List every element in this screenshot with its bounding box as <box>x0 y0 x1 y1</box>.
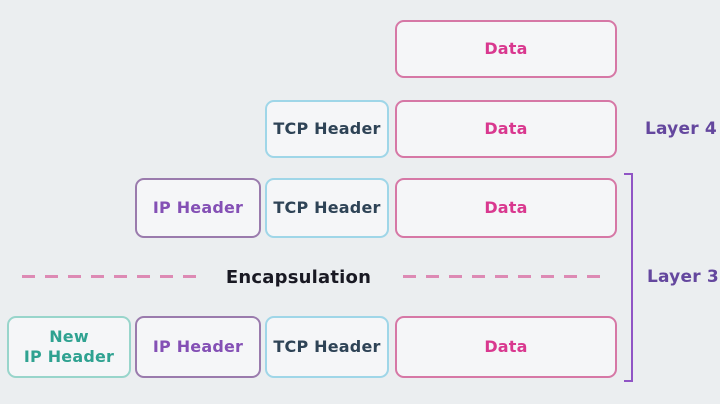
tcp-header-box-row3-label: TCP Header <box>273 198 381 217</box>
data-box-row2-label: Data <box>484 119 528 138</box>
data-box-row2: Data <box>395 100 617 158</box>
tcp-header-box-row2-label: TCP Header <box>273 119 381 138</box>
tcp-header-box-row2: TCP Header <box>265 100 389 158</box>
new-ip-header-box-row4-label-line2: IP Header <box>23 347 115 366</box>
data-box-row3-label: Data <box>484 198 528 217</box>
layer-4-label: Layer 4 <box>645 119 717 139</box>
encapsulation-dashed-line-left <box>22 275 196 278</box>
ip-header-box-row4: IP Header <box>135 316 261 378</box>
new-ip-header-box-row4: New IP Header <box>7 316 131 378</box>
data-box-row4-label: Data <box>484 337 528 356</box>
encapsulation-dashed-line-right <box>403 275 608 278</box>
layer-3-label: Layer 3 <box>647 267 719 287</box>
tcp-header-box-row4-label: TCP Header <box>273 337 381 356</box>
ip-header-box-row4-label: IP Header <box>152 337 244 356</box>
layer-3-bracket <box>624 173 633 382</box>
tcp-header-box-row4: TCP Header <box>265 316 389 378</box>
encapsulation-label: Encapsulation <box>225 267 372 288</box>
ip-header-box-row3: IP Header <box>135 178 261 238</box>
new-ip-header-box-row4-label-line1: New <box>49 327 89 346</box>
tcp-header-box-row3: TCP Header <box>265 178 389 238</box>
data-box-row1-label: Data <box>484 39 528 58</box>
data-box-row3: Data <box>395 178 617 238</box>
ip-header-box-row3-label: IP Header <box>152 198 244 217</box>
data-box-row1: Data <box>395 20 617 78</box>
data-box-row4: Data <box>395 316 617 378</box>
